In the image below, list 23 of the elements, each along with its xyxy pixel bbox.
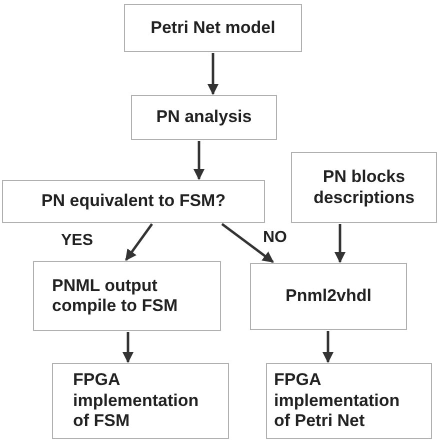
process-box [2,180,265,223]
arrow [322,331,334,364]
box-text: Pnml2vhdl [284,286,372,307]
box-text: PN analysis [155,107,253,128]
box-text: Petri Net model [150,18,276,38]
box-text: FPGA implementation of FSM [73,370,200,432]
arrow [193,141,205,180]
arrow [207,53,219,96]
arrow [124,223,154,261]
process-box [131,95,277,140]
box-text: FPGA implementation of Petri Net [274,370,401,432]
arrow [122,332,134,364]
process-box [291,152,437,223]
box-text: PN blocks descriptions [312,167,416,208]
box-text: PN equivalent to FSM? [40,191,227,212]
process-box [250,263,407,330]
process-box [124,4,302,52]
process-box [266,363,432,439]
box-text: PNML output compile to FSM [52,276,179,316]
arrow [221,223,274,263]
arrow [334,224,346,264]
process-box [33,261,221,331]
process-box [52,363,229,439]
